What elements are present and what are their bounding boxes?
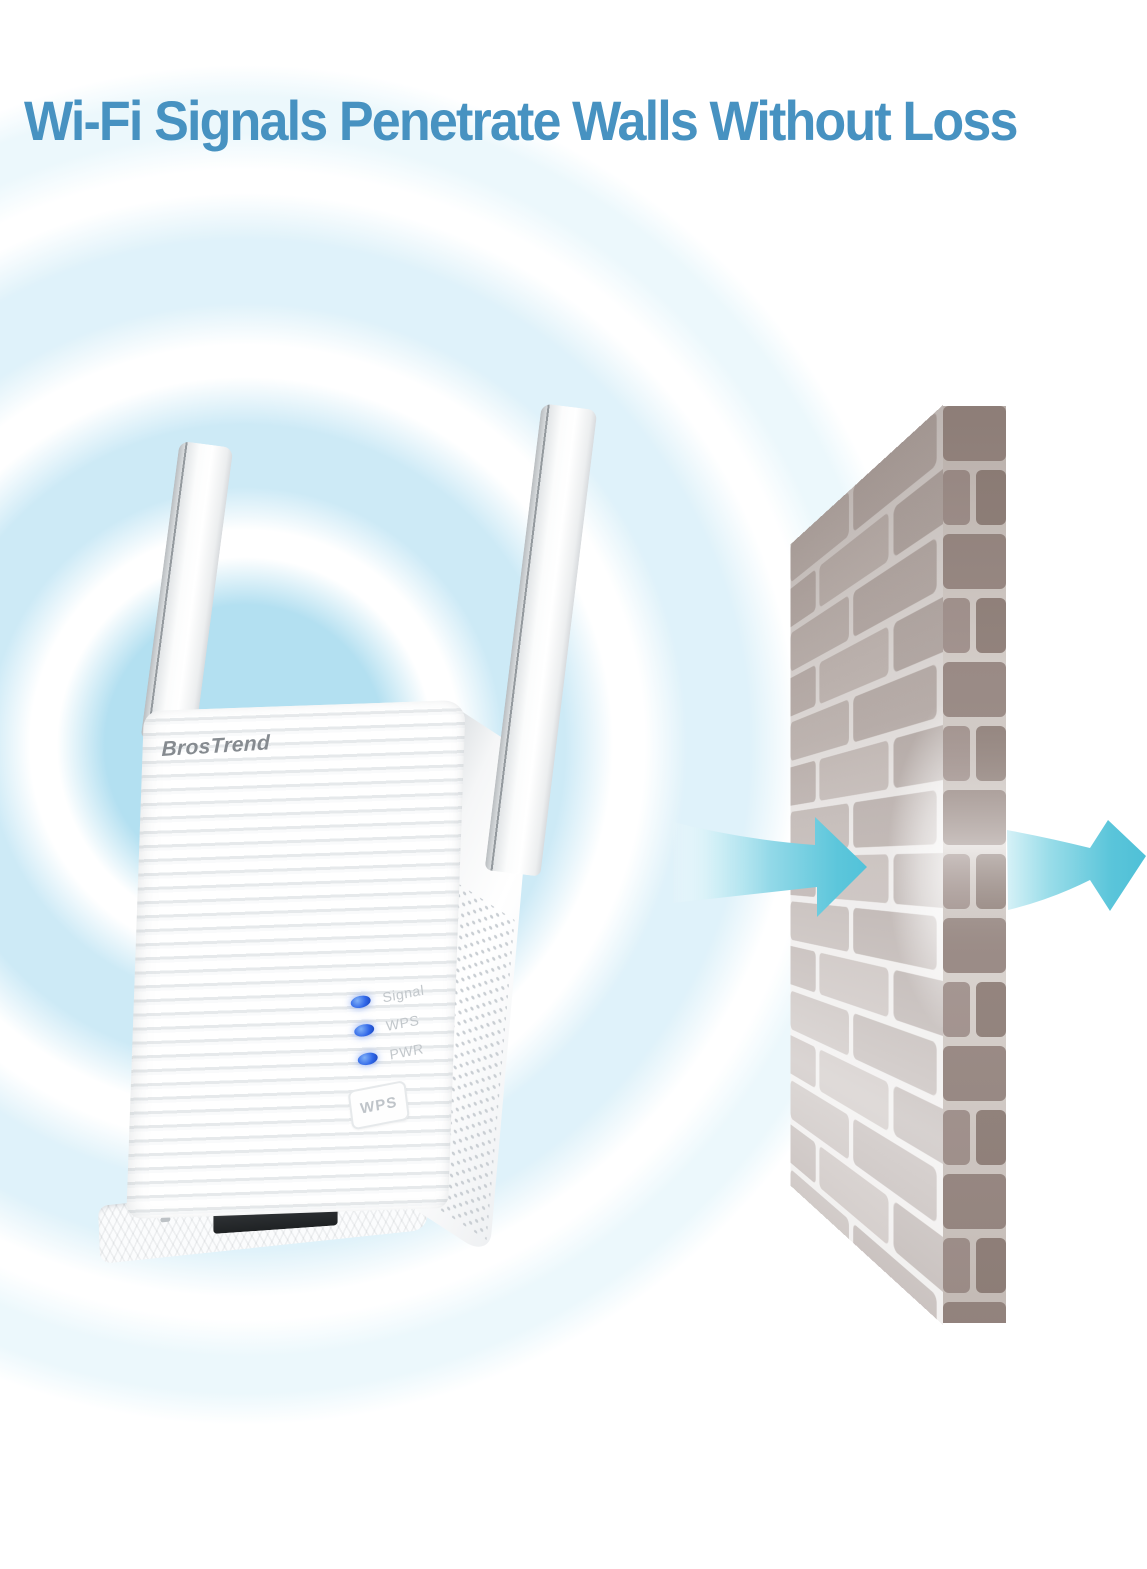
brick-wall-front-face <box>790 405 943 1325</box>
wps-button: WPS <box>347 1079 410 1131</box>
wps-led-icon <box>353 1022 375 1039</box>
device-front-panel: BrosTrend Signal WPS PWR WPS <box>126 699 466 1220</box>
brick-wall-side-face <box>943 406 1006 1323</box>
headline: Wi-Fi Signals Penetrate Walls Without Lo… <box>24 89 1018 152</box>
pwr-led-label: PWR <box>388 1040 425 1063</box>
arrow-right-into-wall-icon <box>673 817 867 917</box>
antenna-left <box>140 440 234 746</box>
wps-button-label: WPS <box>359 1093 399 1118</box>
brick-wall-front-svg <box>790 405 943 1325</box>
signal-led-label: Signal <box>381 981 426 1006</box>
led-indicators: Signal WPS PWR <box>350 970 466 1080</box>
arrow-right-out-of-wall-icon <box>1007 820 1146 911</box>
signal-led-icon <box>350 993 372 1010</box>
wps-led-label: WPS <box>385 1011 421 1035</box>
brick-wall-side-svg <box>943 406 1006 1323</box>
brand-logo: BrosTrend <box>161 731 271 761</box>
antenna-right <box>484 403 598 877</box>
pwr-led-icon <box>357 1051 379 1067</box>
